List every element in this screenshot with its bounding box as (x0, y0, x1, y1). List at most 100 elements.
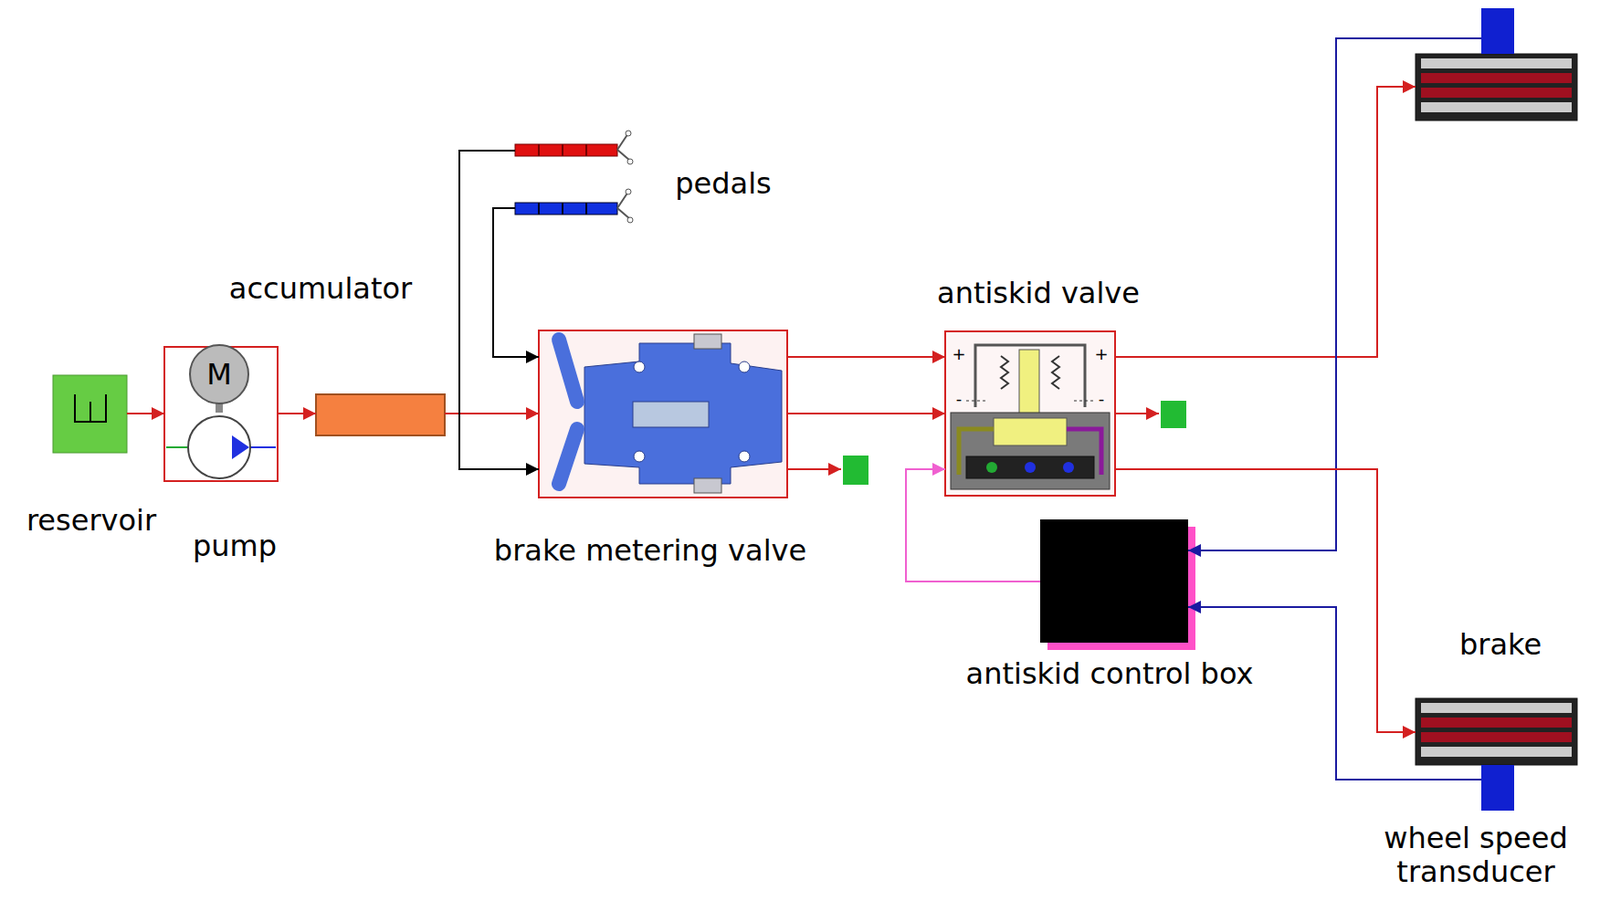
brake-disc-stack-part (1421, 747, 1572, 758)
brake-disc-stack-part (1421, 717, 1572, 728)
metering-valve-symbol-part (558, 339, 578, 402)
brake-disc-stack-part (1421, 73, 1572, 84)
metering-valve-symbol-part (633, 361, 645, 373)
pedal-symbol-part (627, 217, 633, 223)
brake-disc-stack-part (1415, 53, 1578, 121)
component-box: antiskid valve (945, 331, 1116, 496)
connector (787, 412, 946, 415)
metering-valve-symbol-part (558, 429, 578, 485)
pedal-symbol-part (538, 202, 587, 215)
antiskid-valve-symbol-part (1024, 462, 1036, 474)
control-box-symbol (1040, 519, 1196, 651)
metering-valve-symbol-part (538, 330, 788, 498)
connector (493, 208, 539, 358)
symbol-label: - (956, 390, 963, 408)
pedal-symbol-part (617, 133, 631, 161)
pedal-symbol-part (515, 202, 618, 215)
symbol-label: - (1098, 390, 1106, 408)
pedal-symbol-part (515, 144, 618, 157)
component-label: antiskid control box (966, 657, 1254, 692)
metering-valve-symbol-part (584, 343, 782, 485)
component-box: accumulator (315, 394, 445, 436)
component-label: pump (192, 529, 277, 564)
antiskid-valve-symbol-part (986, 462, 998, 474)
metering-valve-symbol-part (738, 451, 750, 463)
control-box-symbol-part (1040, 519, 1189, 643)
component-box: brake (1415, 698, 1578, 766)
hydraulic-line (787, 86, 1416, 470)
brake-disc-stack-part (1415, 698, 1578, 766)
metering-valve-symbol-part (694, 478, 722, 494)
metering-valve-symbol (538, 330, 788, 498)
symbol-label: M (206, 359, 232, 390)
antiskid-valve-symbol-part (1063, 462, 1074, 474)
accumulator-symbol-part (315, 394, 445, 436)
symbol-label: + (1094, 346, 1108, 363)
pump-symbol (164, 345, 278, 482)
component-label: brake metering valve (494, 534, 807, 569)
wheel-speed-transducer-symbol-part (1481, 8, 1515, 54)
hydraulic-line-part (787, 468, 842, 471)
accumulator-symbol (315, 394, 445, 436)
connector (1115, 469, 1416, 733)
metering-valve-symbol-part (632, 401, 709, 428)
component-label: wheel speed transducer (1366, 821, 1586, 890)
component-label: antiskid valve (936, 276, 1140, 311)
component-box: reservoir (52, 375, 127, 453)
brake-disc-stack-part (1421, 732, 1572, 743)
component-box: wheel speed transducer (1481, 765, 1515, 811)
antiskid-valve-symbol (945, 331, 1116, 496)
symbol-label: + (951, 346, 966, 363)
signal-wire (1188, 38, 1482, 551)
brake-disc-stack-part (1421, 87, 1572, 98)
reservoir-symbol-part (89, 401, 92, 422)
reservoir-symbol (52, 375, 127, 453)
metering-valve-symbol-part (738, 361, 750, 373)
pedal-symbol-part (617, 191, 631, 220)
brake-disc-stack-part (1421, 102, 1572, 113)
connector (459, 150, 539, 470)
antiskid-valve-symbol-part (945, 331, 1116, 496)
hydraulic-line-part (1115, 86, 1416, 358)
component-label: brake (1459, 628, 1542, 663)
antiskid-valve-symbol-part (950, 412, 1110, 490)
antiskid-valve-symbol-part (966, 456, 1095, 479)
return-port-part (1160, 400, 1187, 429)
brake-disc-stack-part (1421, 703, 1572, 714)
connector (277, 412, 316, 415)
pump-symbol-part (188, 416, 251, 479)
component-box: antiskid control box (1040, 519, 1189, 643)
metering-valve-symbol-part (694, 334, 722, 349)
return-port-part (842, 455, 869, 485)
pedal-symbol (515, 130, 633, 223)
pedal-symbol-part (538, 144, 587, 157)
wheel-speed-transducer-symbol-part (1481, 765, 1515, 811)
component-box: pedals (511, 133, 636, 223)
pump-symbol-part (189, 345, 249, 404)
brake-disc-stack (1415, 53, 1578, 766)
wheel-speed-transducer-symbol (1481, 8, 1515, 811)
connector (905, 469, 1041, 582)
component-label: accumulator (229, 272, 412, 306)
hydraulic-line-part (1115, 412, 1159, 415)
pump-symbol-part (231, 435, 250, 460)
antiskid-valve-symbol-part (993, 418, 1067, 446)
pump-symbol-part (164, 347, 278, 482)
component-label: pedals (674, 167, 771, 201)
metering-valve-symbol-part (633, 451, 645, 463)
component-label: reservoir (26, 504, 157, 538)
pump-symbol-part (250, 446, 276, 449)
reservoir-symbol-part (74, 394, 106, 422)
component-box: brake metering valve (538, 330, 788, 498)
brake-disc-stack-part (1421, 58, 1572, 69)
connector (126, 412, 165, 415)
pump-symbol-part (166, 446, 189, 449)
signal-wire-part (1188, 38, 1482, 551)
reservoir-symbol-part (52, 375, 127, 453)
connector (787, 356, 946, 358)
antiskid-valve-symbol-part (1019, 349, 1040, 419)
pedal-symbol-part (625, 189, 632, 195)
